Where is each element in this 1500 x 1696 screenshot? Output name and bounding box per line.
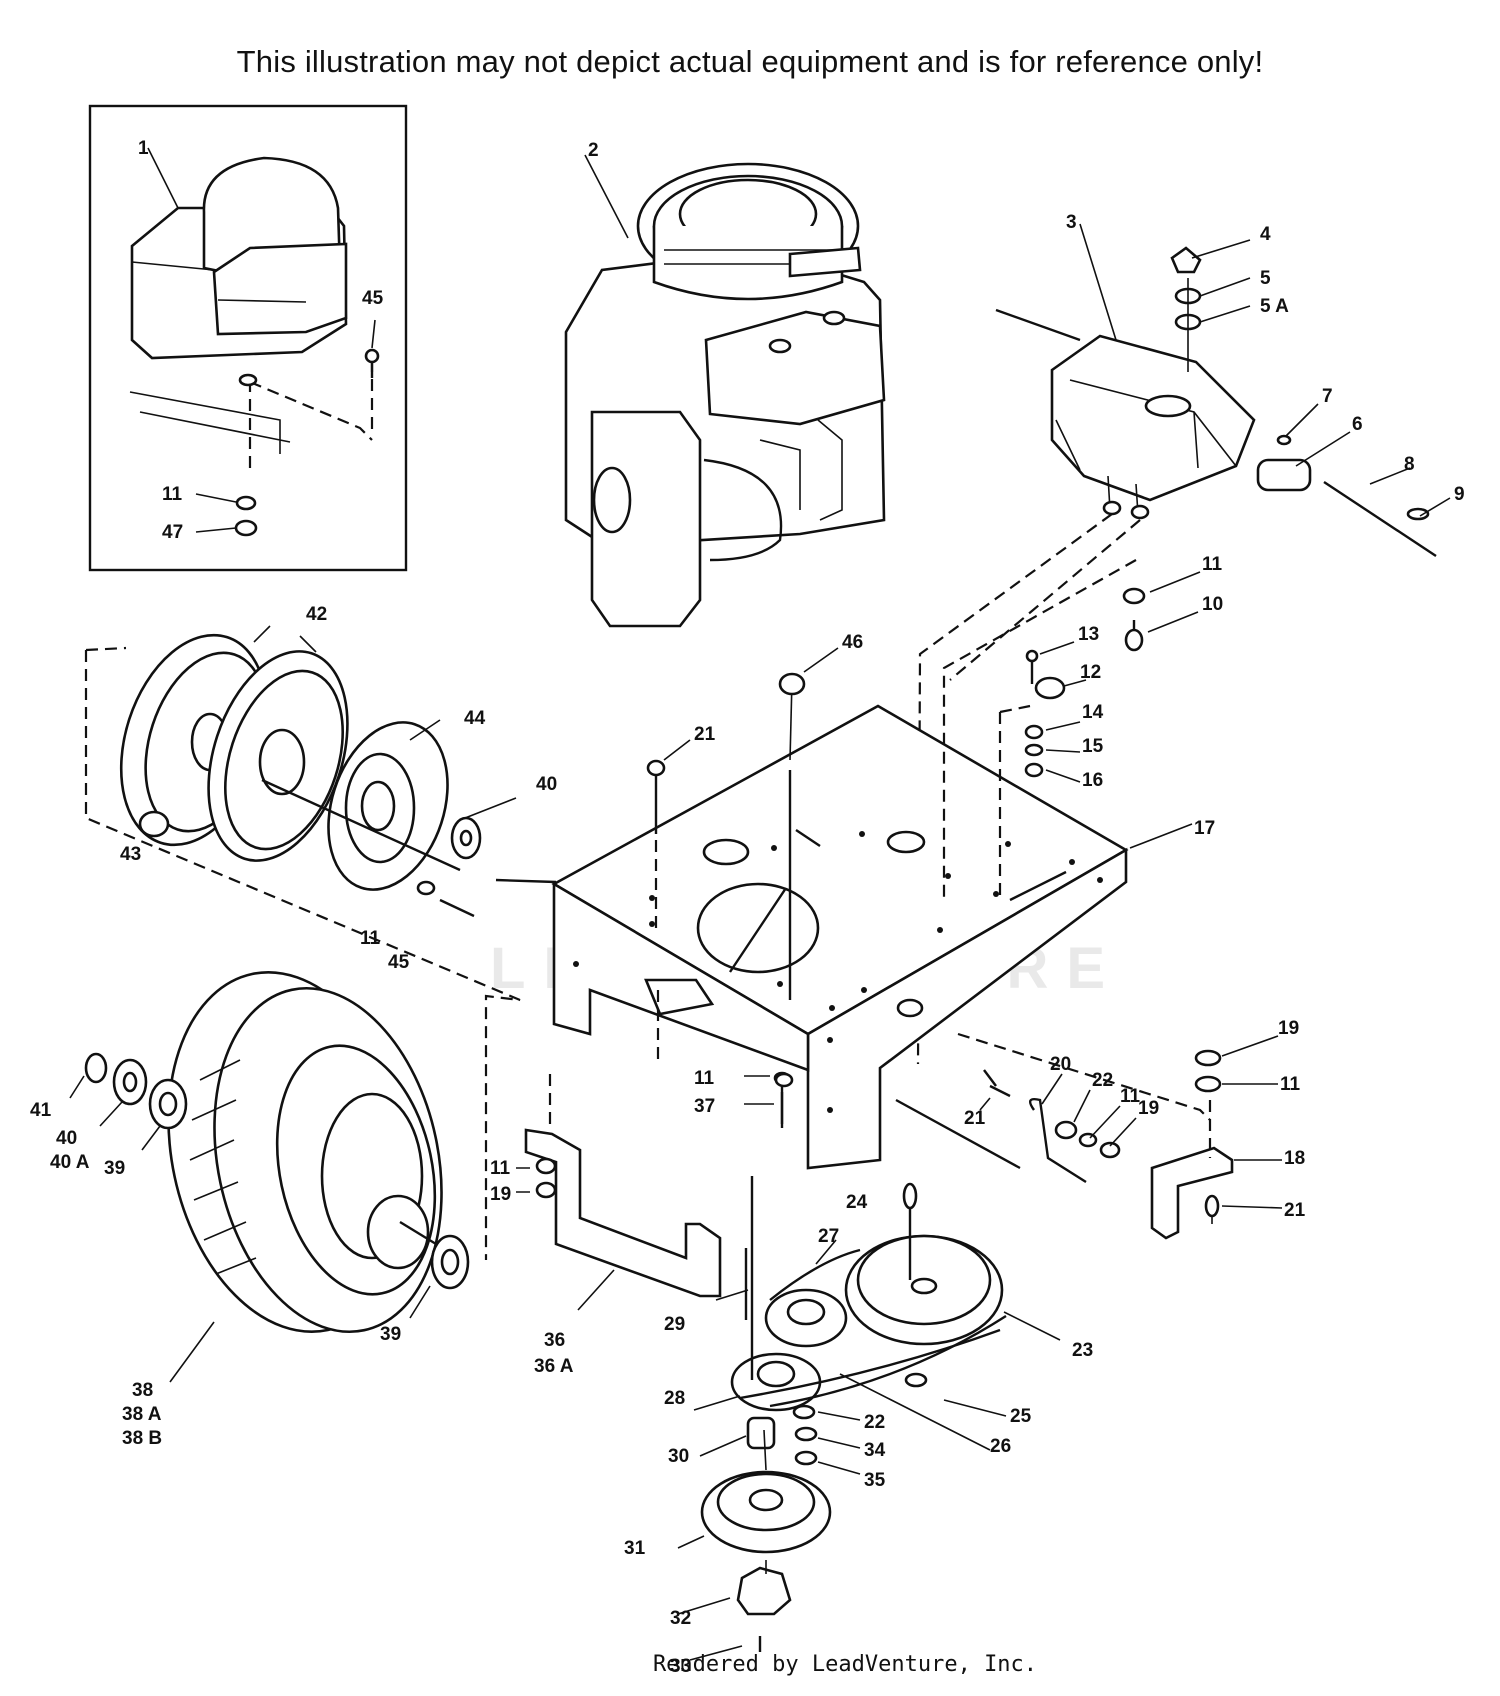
callout: 42 [306,604,327,625]
callout: 38 A [122,1404,162,1425]
callout: 16 [1082,770,1103,791]
callout: 38 B [122,1428,162,1449]
callout: 13 [1078,624,1099,645]
callout: 19 [1278,1018,1299,1039]
side-hardware [957,1032,1283,1240]
callout: 7 [1322,386,1333,407]
callout: 30 [668,1446,689,1467]
callout: 8 [1404,454,1415,475]
callout: 45 [388,952,410,973]
callout: 41 [30,1100,52,1121]
callout: 27 [818,1226,839,1247]
callout: 39 [380,1324,401,1345]
callout: 34 [864,1440,886,1461]
callout: 20 [1050,1054,1071,1075]
callout: 31 [624,1538,646,1559]
callout: 11 [694,1068,715,1089]
callout: 33 [670,1656,691,1677]
callout: 35 [864,1470,886,1491]
callout: 29 [664,1314,685,1335]
callout: 32 [670,1608,691,1629]
callout: 28 [664,1388,685,1409]
callout: 25 [1010,1406,1032,1427]
callout: 36 A [534,1356,574,1377]
callout: 45 [362,288,384,309]
callout: 22 [864,1412,885,1433]
belt-drive [677,672,1061,1661]
callout: 14 [1082,702,1104,723]
callout: 17 [1194,818,1215,839]
callout: 22 [1092,1070,1113,1091]
callout: 46 [842,632,863,653]
callout-labels: 1 45 11 47 2 3 4 5 5 A 7 6 8 9 11 10 46 … [30,138,1465,1677]
callout: 24 [846,1192,868,1213]
callout: 40 A [50,1152,90,1173]
callout: 21 [1284,1200,1306,1221]
callout: 11 [162,484,183,505]
callout: 18 [1284,1148,1305,1169]
callout: 10 [1202,594,1223,615]
callout: 6 [1352,414,1363,435]
callout: 5 A [1260,296,1289,317]
callout: 36 [544,1330,565,1351]
callout: 5 [1260,268,1271,289]
callout: 3 [1066,212,1077,233]
callout: 4 [1260,224,1271,245]
frame-deck [495,704,1193,1170]
pulley-assembly [84,625,521,1260]
callout: 11 [360,928,381,949]
wheel-tire [69,970,470,1383]
callout: 11 [1120,1086,1141,1107]
callout: 26 [990,1436,1011,1457]
callout: 44 [464,708,486,729]
bracket [516,990,722,1311]
callout: 15 [1082,736,1104,757]
callout: 38 [132,1380,153,1401]
callout: 2 [588,140,599,161]
callout: 39 [104,1158,125,1179]
callout: 11 [1202,554,1223,575]
callout: 40 [536,774,557,795]
deck-hardware [646,559,1201,1124]
callout: 11 [1280,1074,1301,1095]
callout: 19 [490,1184,511,1205]
callout: 40 [56,1128,77,1149]
callout: 23 [1072,1340,1093,1361]
callout: 11 [490,1158,511,1179]
callout: 21 [694,724,716,745]
callout: 1 [138,138,149,159]
callout: 19 [1138,1098,1159,1119]
inset-engine-box [88,104,408,572]
callout: 47 [162,522,183,543]
transmission [916,223,1451,1065]
callout: 21 [964,1108,986,1129]
rendered-by-credit: Rendered by LeadVenture, Inc. [652,1652,1038,1677]
callout: 43 [120,844,141,865]
callout: 37 [694,1096,715,1117]
reference-notice: This illustration may not depict actual … [236,44,1264,79]
callout: 9 [1454,484,1465,505]
engine [564,154,886,628]
callout: 12 [1080,662,1101,683]
